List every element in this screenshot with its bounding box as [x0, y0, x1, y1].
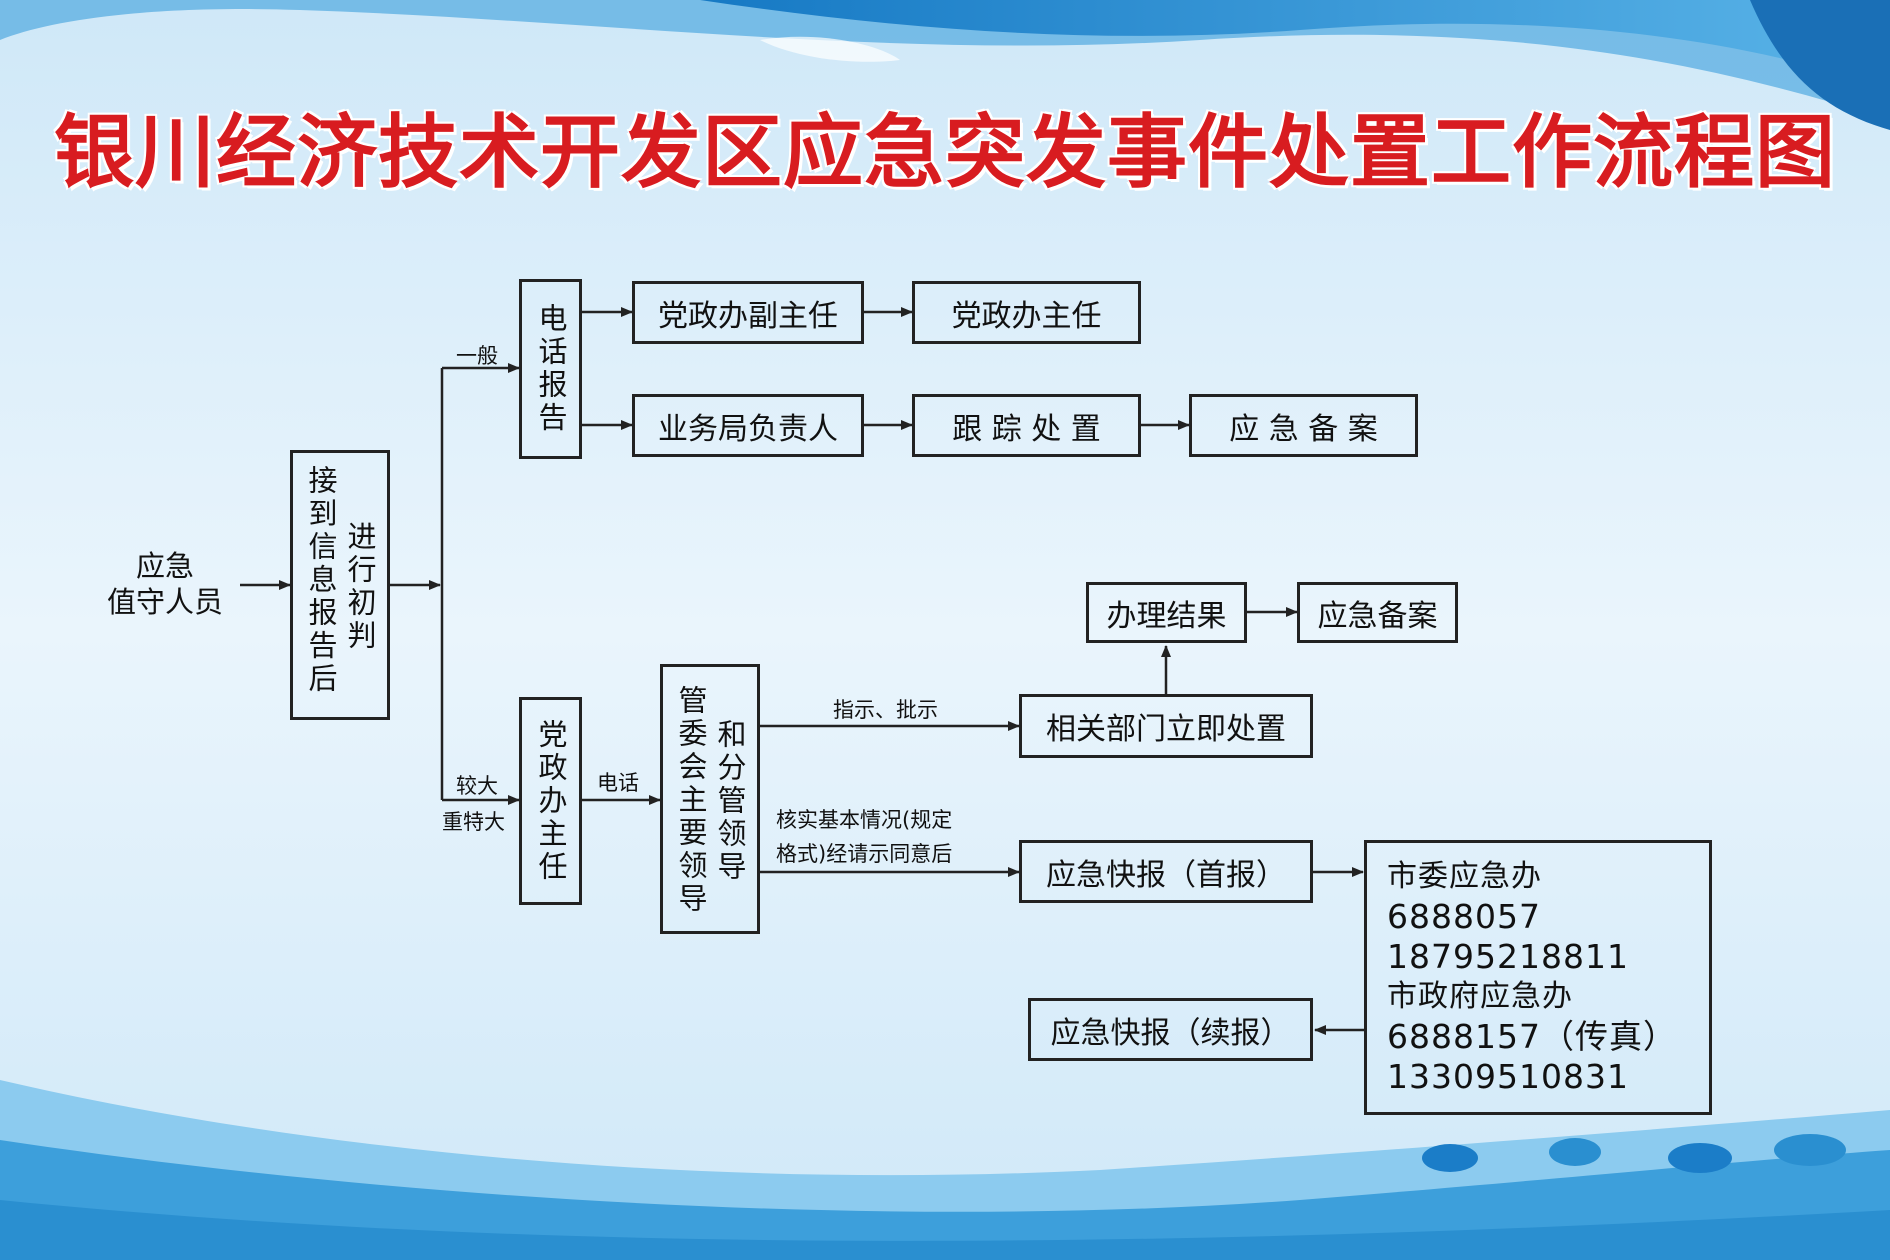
handle-result-box: 办理结果 [1086, 582, 1247, 643]
label-verify-1: 核实基本情况(规定 [776, 808, 953, 832]
initial-judgment-text: 进行初判 [343, 521, 377, 653]
contact-line-2: 6888057 [1387, 897, 1541, 936]
contact-line-1: 市委应急办 [1387, 859, 1542, 894]
record-mid-box: 应急备案 [1297, 582, 1458, 643]
express-follow-box: 应急快报（续报） [1028, 998, 1313, 1061]
bureau-head-box: 业务局负责人 [632, 394, 864, 457]
duty-staff-label: 应急 值守人员 [106, 549, 223, 619]
label-instruct: 指示、批示 [833, 698, 938, 722]
director-box: 党政办主任 [912, 281, 1141, 344]
record-top-box: 应 急 备 案 [1189, 394, 1418, 457]
label-major-1: 较大 [456, 774, 498, 798]
contact-line-4: 市政府应急办 [1387, 979, 1573, 1014]
label-general: 一般 [456, 344, 498, 368]
page-title: 银川经济技术开发区应急突发事件处置工作流程图 [54, 105, 1836, 199]
main-leaders-text: 管委会主要领导 [674, 685, 708, 916]
contact-box: 市委应急办 6888057 18795218811 市政府应急办 6888157… [1364, 840, 1712, 1115]
leaders-box: 管委会主要领导 和分管领导 [660, 664, 760, 934]
receive-report-text: 接到信息报告后 [304, 465, 338, 696]
label-major-2: 重特大 [442, 810, 505, 834]
sub-leaders-text: 和分管领导 [713, 719, 747, 884]
label-verify-2: 格式)经请示同意后 [776, 842, 953, 866]
phone-report-box: 电话报告 [519, 279, 582, 459]
receive-report-box: 接到信息报告后 进行初判 [290, 450, 390, 720]
label-phone: 电话 [597, 771, 639, 795]
contact-line-5: 6888157（传真） [1387, 1017, 1677, 1056]
office-director-box: 党政办主任 [519, 697, 582, 905]
contact-line-3: 18795218811 [1387, 937, 1629, 976]
express-first-box: 应急快报（首报） [1019, 840, 1313, 903]
deputy-director-box: 党政办副主任 [632, 281, 864, 344]
tracking-box: 跟 踪 处 置 [912, 394, 1141, 457]
contact-line-6: 13309510831 [1387, 1057, 1629, 1096]
dept-handle-box: 相关部门立即处置 [1019, 694, 1313, 758]
